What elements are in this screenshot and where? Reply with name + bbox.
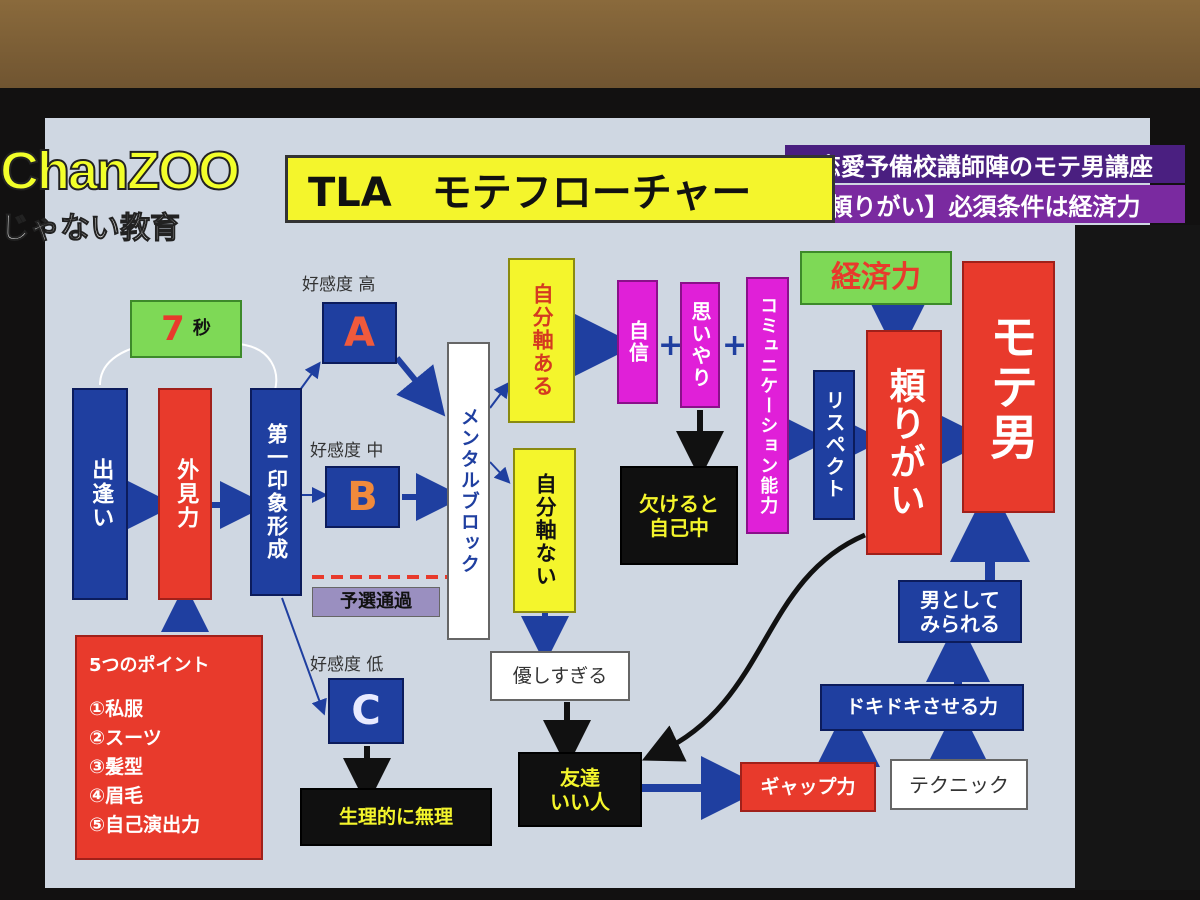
point-item: ③髪型 (89, 756, 144, 778)
communication-box: コミュニケーション能力 (746, 277, 789, 534)
plus-sign: + (722, 328, 747, 363)
preliminary-label: 予選通過 (312, 587, 440, 617)
appearance-box: 外見力 (158, 388, 212, 600)
seconds-unit: 秒 (192, 318, 211, 340)
mental-block-box: メンタルブロック (447, 342, 490, 640)
technique-box: テクニック (890, 759, 1028, 810)
grade-a-box: A (322, 302, 397, 364)
arrow-a-block (394, 356, 446, 417)
point-item: ⑤自己演出力 (89, 814, 201, 836)
respect-box: リスペクト (813, 370, 855, 520)
seen-as-man-box: 男として みられる (898, 580, 1022, 643)
confidence-box: 自信 (617, 280, 658, 404)
arrow-block-no (489, 461, 511, 484)
arrow-impression-c (281, 597, 327, 716)
seconds-number: 7 (161, 308, 185, 349)
thrill-box: ドキドキさせる力 (820, 684, 1024, 731)
grade-c-box: C (328, 678, 404, 744)
too-kind-box: 優しすぎる (490, 651, 630, 701)
point-item: ④眉毛 (89, 785, 144, 807)
favor-low-label: 好感度 低 (310, 655, 384, 675)
points-heading: 5つのポイント (89, 655, 210, 676)
arrow-block-yes (489, 381, 510, 409)
impossible-box: 生理的に無理 (300, 788, 492, 846)
grade-b-box: B (325, 466, 400, 528)
arrow-impression-a (299, 361, 321, 391)
self-axis-yes-box: 自分軸ある (508, 258, 575, 423)
plus-sign: + (658, 328, 683, 363)
consideration-box: 思いやり (680, 282, 720, 408)
gap-box: ギャップ力 (740, 762, 876, 812)
first-impression-box: 第一印象形成 (250, 388, 302, 596)
friend-box: 友達 いい人 (518, 752, 642, 827)
dark-margin (1075, 225, 1200, 890)
arc-from-seconds (244, 344, 278, 391)
point-item: ①私服 (89, 698, 144, 720)
arrow-reliability-friend (641, 532, 866, 762)
show-subtitle: じゃない教育 (0, 211, 181, 247)
caption-line-1: 恋愛予備校講師陣のモテ男講座 (785, 145, 1185, 183)
point-item: ②スーツ (89, 727, 162, 749)
show-logo: ChanZOO (0, 140, 241, 202)
reliability-box: 頼りがい (866, 330, 942, 555)
popular-man-box: モテ男 (962, 261, 1055, 513)
self-axis-no-box: 自分軸ない (513, 448, 576, 613)
seconds-box: 7 秒 (130, 300, 242, 358)
five-points-box: 5つのポイント ①私服 ②スーツ ③髪型 ④眉毛 ⑤自己演出力 (75, 635, 263, 860)
meet-box: 出逢い (72, 388, 128, 600)
economic-box: 経済力 (800, 251, 952, 305)
favor-mid-label: 好感度 中 (310, 441, 384, 461)
favor-high-label: 好感度 高 (302, 275, 376, 295)
flowchart-title: TLA モテフローチャー (285, 155, 835, 223)
wall-background (0, 0, 1200, 95)
selfish-box: 欠けると 自己中 (620, 466, 738, 565)
